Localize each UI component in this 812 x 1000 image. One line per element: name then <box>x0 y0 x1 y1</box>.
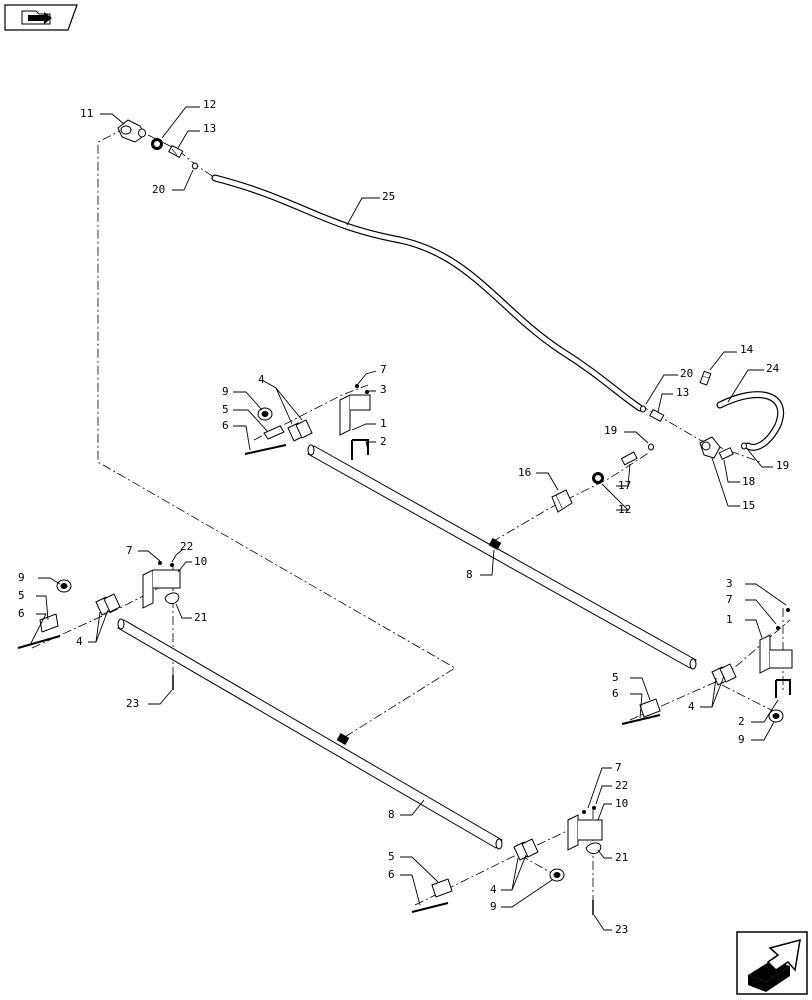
callout-7-lower-right: 7 <box>615 761 622 774</box>
callout-1-right: 1 <box>726 613 733 626</box>
bracket-assembly-lower-left <box>17 561 181 690</box>
callout-12-top: 12 <box>203 98 216 111</box>
fitting-part-14 <box>699 370 712 386</box>
back-folder-icon[interactable] <box>4 4 78 31</box>
callout-6-lower-left: 6 <box>18 607 25 620</box>
callout-3-right: 3 <box>726 577 733 590</box>
callout-6-lower: 6 <box>388 868 395 881</box>
callout-21-lower-left: 21 <box>194 611 207 624</box>
hose-part-25 <box>211 174 644 412</box>
callout-20-right: 20 <box>680 367 693 380</box>
nut-part-12-lower <box>592 472 604 484</box>
callout-17: 17 <box>618 479 631 492</box>
next-sheet-icon[interactable] <box>736 931 808 995</box>
adapter-part-13-lower <box>649 408 665 423</box>
callout-4-lower: 4 <box>490 883 497 896</box>
adapter-part-13-upper <box>168 144 184 159</box>
adapter-part-17 <box>620 451 638 466</box>
callout-18: 18 <box>742 475 755 488</box>
callout-labels: 11 12 13 20 25 14 24 20 13 19 19 18 15 1… <box>18 98 789 936</box>
callout-12-right: 12 <box>618 503 631 516</box>
ring-part-20-lower <box>640 405 646 413</box>
callout-9-right: 9 <box>738 733 745 746</box>
callout-5-lower: 5 <box>388 850 395 863</box>
callout-13-top: 13 <box>203 122 216 135</box>
callout-19-left: 19 <box>604 424 617 437</box>
callout-7-right: 7 <box>726 593 733 606</box>
callout-4-upper-left: 4 <box>258 373 265 386</box>
callout-3-upper-left: 3 <box>380 383 387 396</box>
hose-part-24 <box>716 391 785 451</box>
tube-part-8-lower <box>117 618 503 850</box>
callout-10-lower-right: 10 <box>615 797 628 810</box>
callout-24: 24 <box>766 362 780 375</box>
callout-8-upper: 8 <box>466 568 473 581</box>
callout-4-right: 4 <box>688 700 695 713</box>
callout-19-right: 19 <box>776 459 789 472</box>
callout-5-lower-left: 5 <box>18 589 25 602</box>
adapter-part-18 <box>718 447 734 460</box>
callout-9-lower-left: 9 <box>18 571 25 584</box>
callout-23-lower-left: 23 <box>126 697 139 710</box>
callout-1-upper-left: 1 <box>380 417 387 430</box>
callout-20-top: 20 <box>152 183 165 196</box>
callout-23-lower-right: 23 <box>615 923 628 936</box>
elbow-part-15 <box>699 436 721 459</box>
ring-part-20-upper <box>192 162 198 170</box>
callout-25: 25 <box>382 190 395 203</box>
callout-10-lower-left: 10 <box>194 555 207 568</box>
callout-4-lower-left: 4 <box>76 635 83 648</box>
callout-15: 15 <box>742 499 755 512</box>
callout-5-right: 5 <box>612 671 619 684</box>
callout-11: 11 <box>80 107 93 120</box>
callout-6-right: 6 <box>612 687 619 700</box>
callout-6-upper-left: 6 <box>222 419 229 432</box>
callout-22-lower-left: 22 <box>180 540 193 553</box>
leader-lines <box>29 106 787 931</box>
nut-part-12-upper <box>151 138 163 150</box>
callout-7-upper-left: 7 <box>380 363 387 376</box>
callout-2-right: 2 <box>738 715 745 728</box>
callout-2-upper-left: 2 <box>380 435 387 448</box>
callout-22-lower-right: 22 <box>615 779 628 792</box>
tee-fitting-part-11 <box>117 119 146 143</box>
callout-14: 14 <box>740 343 754 356</box>
callout-21-lower-right: 21 <box>615 851 628 864</box>
bracket-assembly-upper-left <box>244 384 371 460</box>
coupler-part-16 <box>551 489 573 513</box>
callout-5-upper-left: 5 <box>222 403 229 416</box>
callout-16: 16 <box>518 466 531 479</box>
callout-8-lower: 8 <box>388 808 395 821</box>
callout-9-upper-left: 9 <box>222 385 229 398</box>
bracket-assembly-right-middle <box>621 608 793 725</box>
ring-part-19-left <box>648 443 654 451</box>
callout-13-right: 13 <box>676 386 689 399</box>
tube-part-8-upper <box>307 444 697 670</box>
bracket-assembly-lower-right <box>411 806 603 915</box>
callout-9-lower: 9 <box>490 900 497 913</box>
callout-7-lower-left: 7 <box>126 544 133 557</box>
ring-part-19-right <box>741 442 747 450</box>
